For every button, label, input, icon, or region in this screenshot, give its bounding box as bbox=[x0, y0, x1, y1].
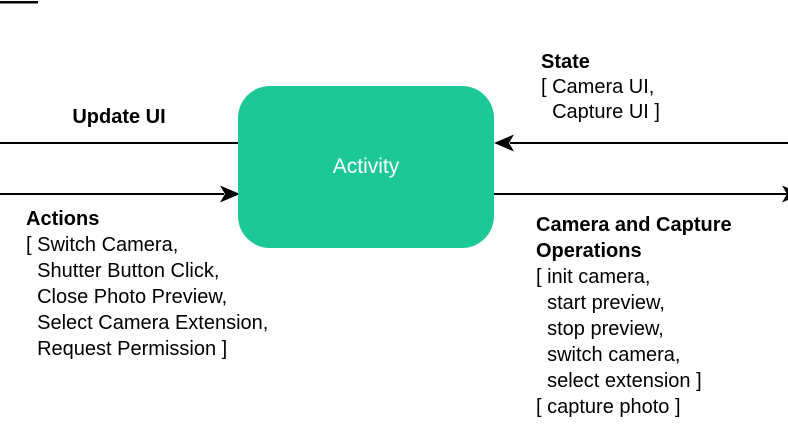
state-item: [ Camera UI, bbox=[541, 76, 655, 98]
actions-arrowhead-icon bbox=[220, 185, 240, 203]
camera-ops-item: start preview, bbox=[536, 292, 665, 314]
camera-ops-item: stop preview, bbox=[536, 318, 664, 340]
camera-ops-item: switch camera, bbox=[536, 344, 681, 366]
camera-ops-label-block: Camera and Capture Operations [ init cam… bbox=[536, 212, 732, 420]
top-left-crop-fragment bbox=[0, 1, 38, 4]
actions-title: Actions bbox=[26, 208, 100, 230]
state-item: Capture UI ] bbox=[541, 101, 660, 123]
actions-item: Select Camera Extension, bbox=[26, 312, 269, 334]
activity-node-label: Activity bbox=[332, 155, 400, 178]
update-ui-label: Update UI bbox=[72, 106, 166, 128]
camera-ops-item: select extension ] bbox=[536, 370, 702, 392]
state-label-block: State [ Camera UI, Capture UI ] bbox=[541, 50, 660, 125]
actions-item: Request Permission ] bbox=[26, 338, 228, 360]
camera-ops-item: [ init camera, bbox=[536, 266, 651, 288]
actions-item: [ Switch Camera, bbox=[26, 234, 179, 256]
activity-node: Activity bbox=[238, 86, 494, 248]
camera-ops-title-line: Operations bbox=[536, 240, 642, 262]
state-arrowhead-icon bbox=[494, 134, 514, 152]
actions-label-block: Actions [ Switch Camera, Shutter Button … bbox=[26, 206, 268, 362]
camera-ops-title-line: Camera and Capture bbox=[536, 214, 732, 236]
state-title: State bbox=[541, 51, 590, 73]
camera-ops-item: [ capture photo ] bbox=[536, 396, 681, 418]
camera-ops-arrowhead-icon bbox=[782, 185, 788, 203]
actions-item: Close Photo Preview, bbox=[26, 286, 228, 308]
actions-item: Shutter Button Click, bbox=[26, 260, 220, 282]
